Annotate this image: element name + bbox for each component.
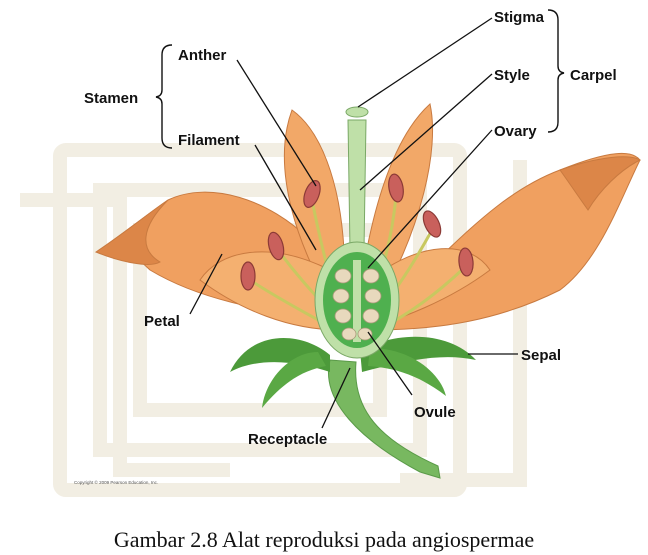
label-sepal: Sepal <box>521 347 561 364</box>
label-stamen: Stamen <box>84 90 138 107</box>
label-receptacle: Receptacle <box>248 431 327 448</box>
label-ovule: Ovule <box>414 404 456 421</box>
label-petal: Petal <box>144 313 180 330</box>
label-carpel: Carpel <box>570 67 617 84</box>
flower-diagram: Stigma Anther Style Carpel Stamen Filame… <box>0 0 648 520</box>
stigma-tip <box>346 107 368 117</box>
label-ovary: Ovary <box>494 123 537 140</box>
label-filament: Filament <box>178 132 240 149</box>
style-tube <box>348 120 366 250</box>
figure-caption: Gambar 2.8 Alat reproduksi pada angiospe… <box>0 527 648 553</box>
stamen-brace <box>156 45 172 148</box>
carpel-brace <box>548 10 564 132</box>
label-style: Style <box>494 67 530 84</box>
label-stigma: Stigma <box>494 9 545 26</box>
copyright-note: Copyright © 2009 Pearson Education, Inc. <box>74 479 158 485</box>
label-anther: Anther <box>178 47 226 64</box>
